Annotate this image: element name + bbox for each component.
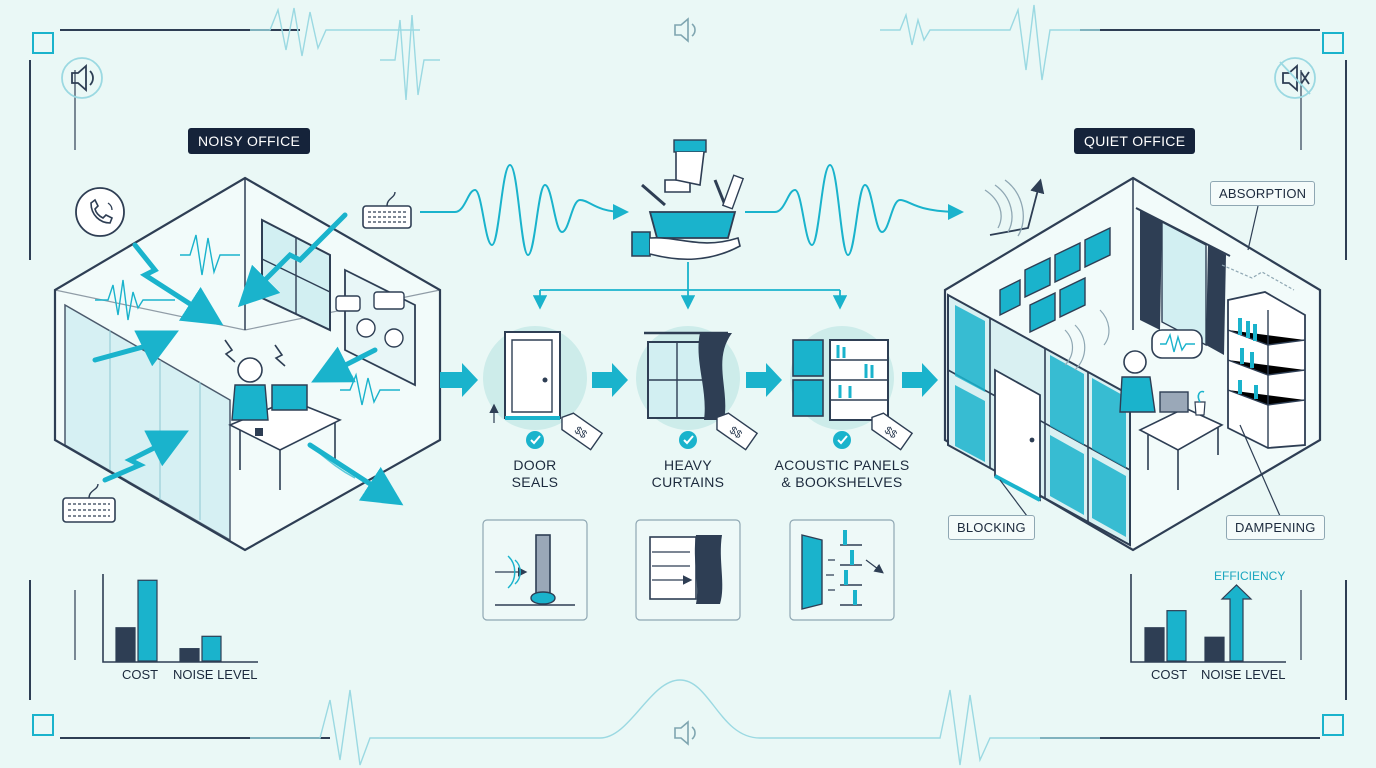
dampening-label: DAMPENING	[1226, 515, 1325, 540]
price-tag-icon: $$	[716, 412, 759, 451]
chart-bar	[115, 627, 136, 662]
chart-bar	[1204, 636, 1225, 662]
chart-bar	[1144, 627, 1165, 662]
frame	[29, 29, 1347, 739]
detail-door-seal	[482, 519, 588, 621]
chart-left-category-noise: NOISE LEVEL	[173, 667, 258, 682]
noisy-office-label: NOISY OFFICE	[188, 128, 311, 154]
efficiency-arrow-bar	[1220, 584, 1253, 662]
branch-connector	[532, 262, 848, 310]
chart-bar	[201, 635, 222, 662]
step-label-line2: CURTAINS	[651, 474, 725, 490]
blocking-label: BLOCKING	[948, 515, 1035, 540]
chart-axis	[102, 574, 258, 663]
keyboard-icon	[62, 483, 116, 523]
check-icon	[833, 431, 851, 449]
keyboard-icon	[362, 191, 412, 229]
chart-bars	[1144, 584, 1253, 662]
toolbox-icon	[631, 139, 745, 261]
speaker-icon	[61, 57, 103, 99]
step-label-acoustic-panels: ACOUSTIC PANELS & BOOKSHELVES	[762, 457, 922, 491]
step-label-line1: DOOR	[513, 457, 557, 473]
noise-waves	[95, 234, 400, 479]
check-icon	[526, 431, 544, 449]
chart-bar	[1166, 610, 1187, 662]
cost-noise-chart-left	[102, 574, 258, 663]
deflection-arrows	[984, 178, 1295, 291]
chart-right-category-cost: COST	[1151, 667, 1188, 682]
speaker-icon	[674, 17, 696, 746]
noise-arrows	[92, 212, 404, 506]
step-heavy-curtains	[636, 326, 740, 430]
chart-bar	[179, 648, 200, 662]
phone-icon	[75, 187, 125, 237]
efficiency-label: EFFICIENCY	[1214, 569, 1286, 583]
step-label-heavy-curtains: HEAVY CURTAINS	[628, 457, 748, 491]
quiet-office-label: QUIET OFFICE	[1074, 128, 1196, 154]
quiet-office-room	[943, 176, 1322, 552]
price-label: $$	[727, 424, 744, 441]
chart-left-category-cost: COST	[122, 667, 159, 682]
step-label-line2: & BOOKSHELVES	[781, 474, 903, 490]
detail-curtain	[635, 519, 741, 621]
label-leaders	[999, 205, 1281, 521]
flow-arrows	[440, 363, 938, 397]
detail-panels	[789, 519, 895, 621]
chart-bar	[137, 579, 158, 662]
price-label: $$	[882, 424, 899, 441]
step-label-line1: HEAVY	[664, 457, 712, 473]
chart-axis	[1130, 574, 1286, 663]
mute-icon	[1274, 57, 1316, 99]
step-label-door-seals: DOOR SEALS	[475, 457, 595, 491]
incoming-wave	[420, 163, 964, 257]
price-tag-icon: $$	[871, 412, 914, 451]
chart-bars	[115, 579, 222, 662]
step-label-line2: SEALS	[511, 474, 559, 490]
check-icon	[679, 431, 697, 449]
price-tag-icon: $$	[561, 412, 604, 451]
price-label: $$	[572, 424, 589, 441]
cost-noise-chart-right	[1130, 574, 1286, 663]
step-door-seals	[483, 326, 587, 430]
decorative-waves	[250, 4, 1100, 766]
step-acoustic-panels	[790, 326, 894, 430]
chart-right-category-noise: NOISE LEVEL	[1201, 667, 1286, 682]
step-label-line1: ACOUSTIC PANELS	[774, 457, 910, 473]
absorption-label: ABSORPTION	[1210, 181, 1316, 206]
